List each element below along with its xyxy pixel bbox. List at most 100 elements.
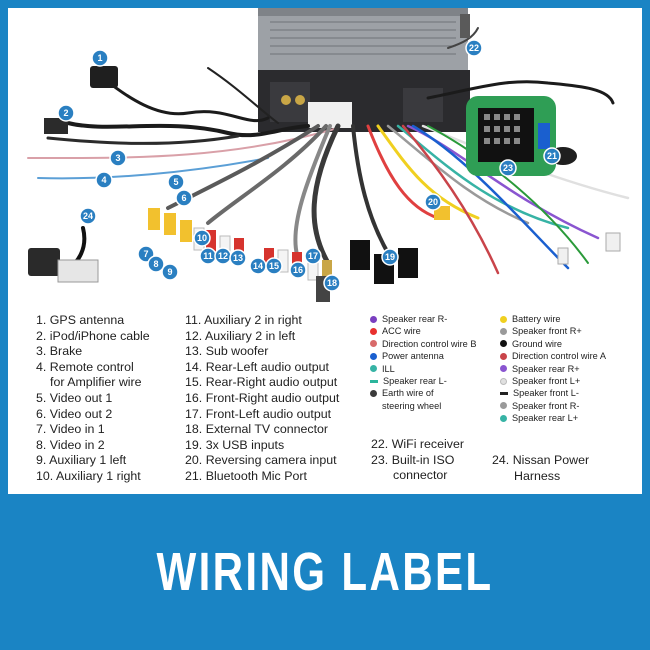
wire-color-dot	[370, 340, 377, 348]
wire-color-dot	[370, 352, 377, 360]
wire-color-dot	[370, 315, 377, 323]
wire-color-dot	[500, 414, 507, 422]
svg-text:21: 21	[547, 151, 557, 161]
badge-21: 21	[543, 147, 561, 165]
legend-item: 13. Sub woofer	[185, 344, 269, 359]
legend-item: 14. Rear-Left audio output	[185, 359, 329, 374]
ipod-connector	[44, 118, 68, 134]
svg-text:15: 15	[269, 261, 279, 271]
badge-20: 20	[424, 193, 442, 211]
badge-9: 9	[161, 263, 179, 281]
wire-color-dot	[370, 389, 377, 397]
wire-color-dash	[500, 392, 508, 396]
wifi-receiver	[460, 14, 470, 38]
svg-text:8: 8	[153, 259, 158, 269]
wire-color-dash	[370, 380, 378, 384]
legend-item: 15. Rear-Right audio output	[185, 375, 338, 390]
badge-4: 4	[95, 171, 113, 189]
wire-color-dot	[370, 327, 377, 335]
legend-item: 21. Bluetooth Mic Port	[185, 468, 307, 483]
badge-10: 10	[193, 229, 211, 247]
wire-color-dot	[500, 340, 507, 348]
svg-text:20: 20	[428, 197, 438, 207]
wire-item: Power antenna	[370, 350, 476, 362]
legend-item: 22. WiFi receiver	[371, 437, 464, 451]
legend-column-1: 1. GPS antenna 2. iPod/iPhone cable 3. B…	[36, 313, 150, 485]
legend-item: 23. Built-in ISO	[371, 452, 455, 467]
svg-text:14: 14	[253, 261, 263, 271]
svg-text:1: 1	[97, 53, 102, 63]
svg-text:2: 2	[63, 108, 68, 118]
wire-item: Direction control wire B	[370, 338, 476, 350]
svg-text:24: 24	[83, 211, 93, 221]
badge-2: 2	[57, 104, 75, 122]
legend-item: 4. Remote control	[36, 359, 134, 374]
wire-color-dot	[500, 365, 507, 373]
wire-item: Speaker rear R+	[500, 363, 606, 375]
badge-24: 24	[79, 207, 97, 225]
legend-column-4: 24. Nissan Power Harness	[492, 453, 589, 484]
legend-column-2: 11. Auxiliary 2 in right 12. Auxiliary 2…	[185, 313, 339, 485]
badge-19: 19	[381, 248, 399, 266]
legend-item: 6. Video out 2	[36, 406, 113, 421]
badge-8: 8	[147, 255, 165, 273]
legend-item: 17. Front-Left audio output	[185, 406, 332, 421]
svg-text:22: 22	[469, 43, 479, 53]
wire-color-dot	[500, 327, 507, 335]
wire-color-dot	[500, 352, 507, 360]
wire-item: Speaker front R-	[500, 400, 606, 412]
head-unit	[258, 8, 470, 132]
legend-item: 1. GPS antenna	[36, 313, 125, 327]
svg-text:13: 13	[233, 253, 243, 263]
wire-item: Speaker front L-	[500, 387, 606, 399]
svg-text:16: 16	[293, 265, 303, 275]
legend-column-3: 22. WiFi receiver 23. Built-in ISO conne…	[371, 437, 464, 484]
legend-item-continued: connector	[393, 468, 448, 483]
svg-text:17: 17	[308, 251, 318, 261]
wire-item-continued: steering wheel	[382, 400, 442, 411]
legend-item-continued: Harness	[514, 468, 561, 483]
badge-1: 1	[91, 49, 109, 67]
badge-13: 13	[229, 249, 247, 267]
badge-3: 3	[109, 149, 127, 167]
svg-text:19: 19	[385, 252, 395, 262]
wire-item: ILL	[370, 363, 476, 375]
legend-item: 20. Reversing camera input	[185, 453, 337, 468]
svg-text:18: 18	[327, 278, 337, 288]
badge-18: 18	[323, 274, 341, 292]
badge-17: 17	[304, 247, 322, 265]
svg-text:7: 7	[143, 249, 148, 259]
wire-item: Speaker rear R-	[370, 313, 476, 325]
wire-item: Battery wire	[500, 313, 606, 325]
badge-5: 5	[167, 173, 185, 191]
cables	[27, 27, 630, 275]
badge-6: 6	[175, 189, 193, 207]
banner-title: WIRING LABEL	[156, 542, 494, 602]
wire-color-dot	[500, 377, 507, 385]
legend-item: 2. iPod/iPhone cable	[36, 328, 150, 343]
svg-text:9: 9	[167, 267, 172, 277]
wire-item: Speaker front L+	[500, 375, 606, 387]
legend-item: 9. Auxiliary 1 left	[36, 453, 127, 468]
svg-text:12: 12	[218, 251, 228, 261]
number-badges: 1 2 3 4 5 6 7 8 9 10 11 12 13 14 15 16 1…	[57, 39, 561, 292]
gps-antenna	[90, 66, 118, 88]
legend-item: 24. Nissan Power	[492, 453, 590, 467]
svg-text:3: 3	[115, 153, 120, 163]
legend-item: 5. Video out 1	[36, 390, 113, 405]
usb-plugs	[350, 206, 450, 284]
legend-item: 11. Auxiliary 2 in right	[185, 313, 302, 327]
nissan-harness	[28, 248, 60, 276]
wire-item: Speaker rear L+	[500, 412, 606, 424]
wiring-photo: 1 2 3 4 5 6 7 8 9 10 11 12 13 14 15 16 1…	[27, 8, 630, 302]
svg-text:5: 5	[173, 177, 178, 187]
badge-15: 15	[265, 257, 283, 275]
legend-item-continued: for Amplifier wire	[50, 375, 142, 390]
wire-item: Speaker rear L-	[370, 375, 476, 387]
wire-item: Speaker front R+	[500, 325, 606, 337]
svg-text:23: 23	[503, 163, 513, 173]
legend-item: 12. Auxiliary 2 in left	[185, 328, 296, 343]
badge-23: 23	[499, 159, 517, 177]
wire-list-left: Speaker rear R- ACC wire Direction contr…	[370, 313, 476, 412]
